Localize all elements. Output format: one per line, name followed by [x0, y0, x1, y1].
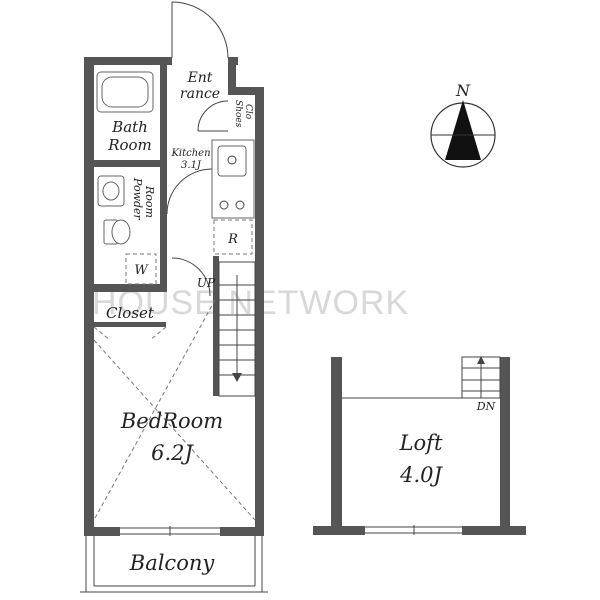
balcony-outline [80, 536, 268, 593]
powder-room-label-line2: Room [143, 185, 156, 218]
kitchen-label: Kitchen [170, 148, 210, 159]
bedroom-window [120, 526, 220, 536]
entrance-label-line1: Ent [187, 70, 213, 86]
kitchen-size-label: 3.1J [181, 160, 202, 171]
powder-room-fixtures [97, 175, 131, 245]
closet-diagonal [149, 326, 167, 341]
stairs-down-label: DN [476, 400, 496, 413]
loft-walls [313, 357, 526, 535]
shoes-closet-door [197, 100, 229, 132]
bath-room-label-line2: Room [107, 136, 152, 154]
stairs-up-label: UP [197, 276, 216, 290]
shoes-closet-label-line2: Clo [243, 104, 253, 120]
compass-north-label: N [455, 81, 471, 100]
refrigerator-label: R [227, 232, 238, 247]
shoes-closet-label-line1: Shoes [233, 100, 243, 128]
closet-label: Closet [106, 304, 155, 322]
staircase [218, 261, 256, 397]
sink-drain-icon [227, 155, 237, 165]
loft-window [365, 525, 462, 535]
bedroom-label: BedRoom [120, 409, 223, 433]
kitchen-counter [211, 139, 255, 219]
powder-room-door [166, 168, 213, 215]
bathtub-icon [96, 71, 154, 113]
unit-walls [84, 57, 264, 536]
north-arrow-icon [430, 100, 496, 168]
powder-room-label-line1: Powder [131, 177, 144, 221]
stairs-down-arrow-icon [232, 373, 242, 382]
washer-label: W [134, 263, 149, 278]
loft-label: Loft [399, 431, 443, 455]
bath-room-label-line1: Bath [111, 118, 148, 136]
bedroom-door [171, 257, 211, 297]
entrance-door [171, 1, 229, 59]
entrance-label-line2: rance [180, 86, 220, 102]
closet-diagonal [93, 326, 111, 341]
refrigerator-space [213, 219, 253, 255]
loft-stairs-up-arrow-icon [477, 356, 485, 364]
bedroom-size-label: 6.2J [151, 441, 194, 465]
loft-size-label: 4.0J [399, 463, 443, 487]
stove-burner-icon [219, 200, 229, 210]
stove-burner-icon [235, 200, 245, 210]
loft-stairs [461, 356, 501, 399]
bedroom-diagonal [93, 339, 256, 521]
balcony-label: Balcony [129, 551, 216, 575]
washer-space [125, 253, 157, 285]
